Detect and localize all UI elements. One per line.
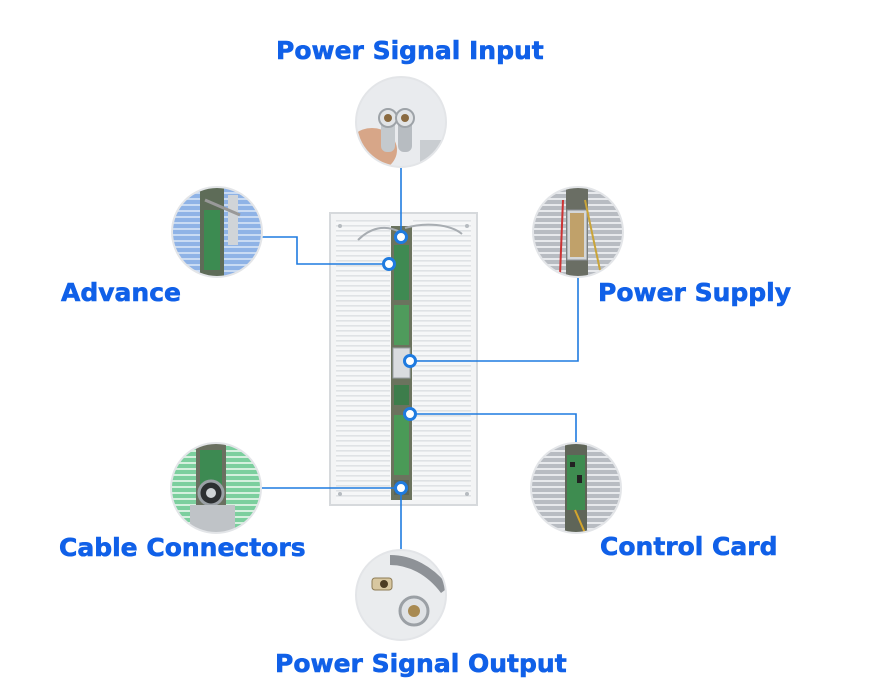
dot-advance: [382, 257, 396, 271]
dot-control-card: [403, 407, 417, 421]
dot-power-signal-output: [394, 481, 408, 495]
power-supply-photo: [532, 186, 624, 278]
connector-lines: [262, 168, 579, 550]
line-control-card: [410, 413, 577, 443]
label-power-signal-input: Power Signal Input: [276, 36, 544, 65]
connector-dots: [382, 230, 417, 495]
label-control-card: Control Card: [600, 532, 778, 561]
label-cable-connectors: Cable Connectors: [59, 533, 306, 562]
dot-power-signal-input: [394, 230, 408, 244]
line-advance: [262, 236, 385, 265]
cable-connector-photo: [170, 442, 262, 534]
control-card-photo: [530, 442, 622, 534]
connector-plugs-photo: [355, 76, 447, 168]
output-connector-photo: [355, 549, 447, 641]
label-power-signal-output: Power Signal Output: [275, 649, 567, 678]
line-power-supply: [410, 278, 579, 362]
dot-power-supply: [403, 354, 417, 368]
module-photo: [171, 186, 263, 278]
label-power-supply: Power Supply: [598, 278, 792, 307]
label-advance: Advance: [61, 278, 182, 307]
